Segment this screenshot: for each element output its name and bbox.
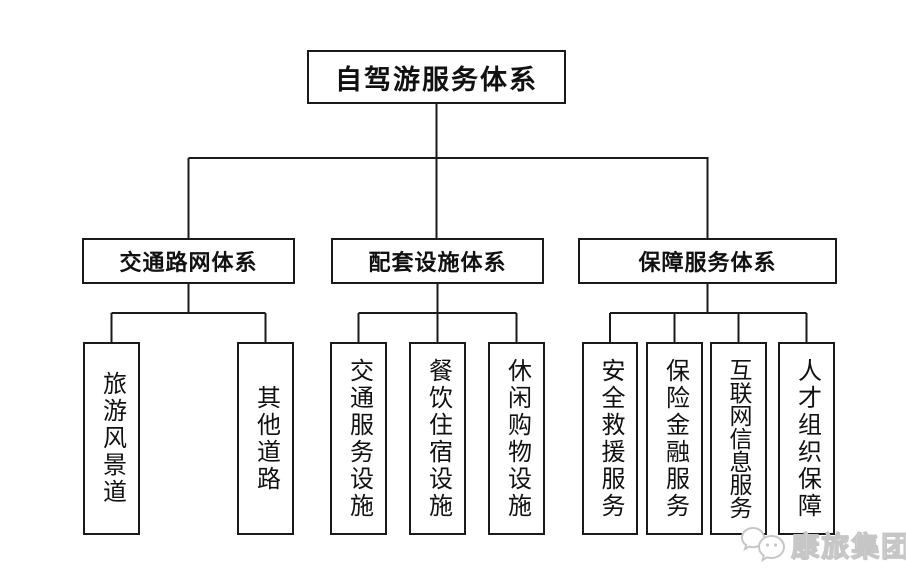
leaf-node-insurance-finance-services: 保险金融服务 <box>646 342 703 535</box>
root-node-self-driving-service-system: 自驾游服务体系 <box>307 50 566 104</box>
leaf-node-label: 休闲购物设施 <box>503 357 530 520</box>
branch-node-label: 交通路网体系 <box>119 250 258 275</box>
leaf-node-label: 交通服务设施 <box>345 357 372 520</box>
watermark-label: 康旅集团 <box>790 532 906 564</box>
leaf-node-label: 旅游风景道 <box>98 371 125 506</box>
root-node-label: 自驾游服务体系 <box>335 64 538 95</box>
leaf-node-dining-lodging-facilities: 餐饮住宿设施 <box>409 342 466 535</box>
leaf-node-traffic-service-facilities: 交通服务设施 <box>330 342 387 535</box>
branch-node-label: 保障服务体系 <box>638 250 777 275</box>
watermark: 康旅集团 <box>740 524 906 566</box>
branch-node-road-network: 交通路网体系 <box>82 238 295 284</box>
leaf-node-leisure-shopping-facilities: 休闲购物设施 <box>488 342 545 535</box>
leaf-node-label: 人才组织保障 <box>793 357 820 520</box>
branch-node-support-services: 保障服务体系 <box>578 238 837 284</box>
leaf-node-label: 餐饮住宿设施 <box>424 357 451 520</box>
leaf-node-other-roads: 其他道路 <box>237 342 294 535</box>
leaf-node-internet-information-services: 互联网信息服务 <box>710 342 767 535</box>
branch-node-label: 配套设施体系 <box>368 250 507 275</box>
leaf-node-talent-organization-support: 人才组织保障 <box>778 342 835 535</box>
branch-node-supporting-facilities: 配套设施体系 <box>331 238 544 284</box>
leaf-node-scenic-byways: 旅游风景道 <box>83 342 140 535</box>
leaf-node-label: 保险金融服务 <box>661 357 688 520</box>
leaf-node-label: 互联网信息服务 <box>726 358 751 519</box>
leaf-node-label: 其他道路 <box>252 384 279 493</box>
leaf-node-label: 安全救援服务 <box>597 357 623 520</box>
leaf-node-safety-rescue-services: 安全救援服务 <box>582 342 638 535</box>
chat-bubbles-logo-icon <box>740 526 786 563</box>
